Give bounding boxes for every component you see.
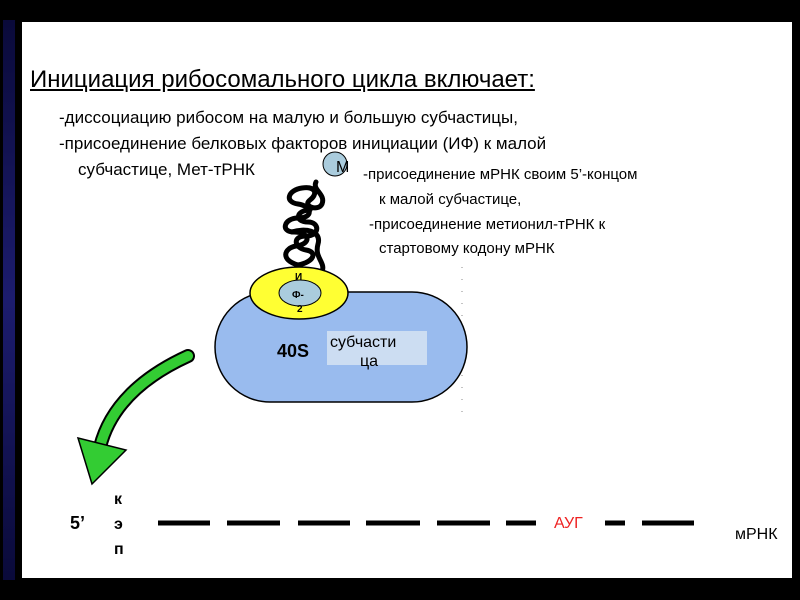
met-label: М <box>336 159 349 176</box>
if2-core <box>278 279 322 307</box>
cap-letter-1: к <box>114 491 123 508</box>
cap-letter-2: э <box>114 516 123 533</box>
if2-label-line2: Ф- <box>292 290 304 301</box>
if2-label-line1: И <box>295 272 302 283</box>
right-bullet-2: к малой субчастице, <box>379 191 522 208</box>
cap-letter-3: п <box>114 541 124 558</box>
left-band-gradient <box>3 20 15 580</box>
arrow-body <box>95 351 193 452</box>
right-bullet-1: -присоединение мРНК своим 5’-концом <box>363 166 638 183</box>
arrow-head <box>76 436 128 486</box>
right-bullet-3: -присоединение метионил-тРНК к <box>369 216 606 233</box>
slide: Инициация рибосомального цикла включает:… <box>22 22 792 578</box>
subunit-word-line2: ца <box>360 353 378 370</box>
if2-label-line3: 2 <box>297 304 303 315</box>
mrna-label: мРНК <box>735 526 778 543</box>
met-trna-coil <box>282 179 326 275</box>
left-band <box>0 0 22 600</box>
start-codon-label: АУГ <box>554 515 583 532</box>
five-prime-label: 5’ <box>70 513 85 533</box>
subunit-40s-label: 40S <box>277 341 309 361</box>
right-bullet-4: стартовому кодону мРНК <box>379 240 555 257</box>
met-circle <box>322 151 348 177</box>
subunit-label-box <box>327 331 427 365</box>
initiation-diagram: 40S субчасти ца М И Ф- 2 АУГ <box>70 151 778 558</box>
bullet-2: -присоединение белковых факторов инициац… <box>59 134 547 153</box>
arrow-outline <box>93 349 195 454</box>
slide-title: Инициация рибосомального цикла включает: <box>30 66 535 93</box>
subunit-word-line1: субчасти <box>330 334 396 351</box>
bullet-3: субчастице, Мет-тРНК <box>78 160 255 179</box>
bullet-1: -диссоциацию рибосом на малую и большую … <box>59 108 518 127</box>
